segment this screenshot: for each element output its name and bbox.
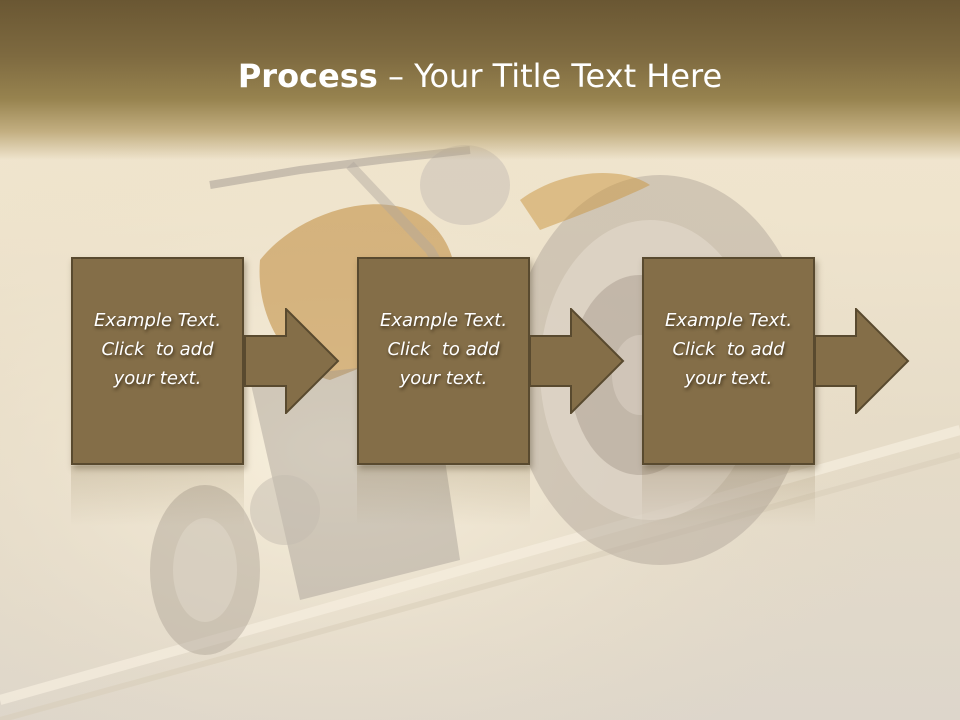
step-2-line-3: your text. [399,367,488,389]
step-3-line-3: your text. [684,367,773,389]
step-3-line-2: Click to add [672,338,785,360]
process-step-3[interactable]: Example Text. Click to add your text. [642,257,815,465]
step-1-reflection [71,466,244,526]
step-2-reflection [357,466,530,526]
step-2-line-1: Example Text. [379,309,508,331]
right-arrow-icon [529,308,625,414]
right-arrow-icon [244,308,340,414]
step-3-reflection [642,466,815,526]
process-step-2[interactable]: Example Text. Click to add your text. [357,257,530,465]
title-rest: – Your Title Text Here [377,57,723,95]
step-2-line-2: Click to add [387,338,500,360]
step-1-line-2: Click to add [101,338,214,360]
title-band [0,0,960,160]
step-1-line-1: Example Text. [93,309,222,331]
process-step-1[interactable]: Example Text. Click to add your text. [71,257,244,465]
step-1-text: Example Text. Click to add your text. [94,306,221,393]
right-arrow-icon [814,308,910,414]
step-1-line-3: your text. [113,367,202,389]
step-2-text: Example Text. Click to add your text. [380,306,507,393]
title-bold: Process [237,57,378,95]
step-3-line-1: Example Text. [664,309,793,331]
page-title[interactable]: Process – Your Title Text Here [0,56,960,96]
step-3-text: Example Text. Click to add your text. [665,306,792,393]
